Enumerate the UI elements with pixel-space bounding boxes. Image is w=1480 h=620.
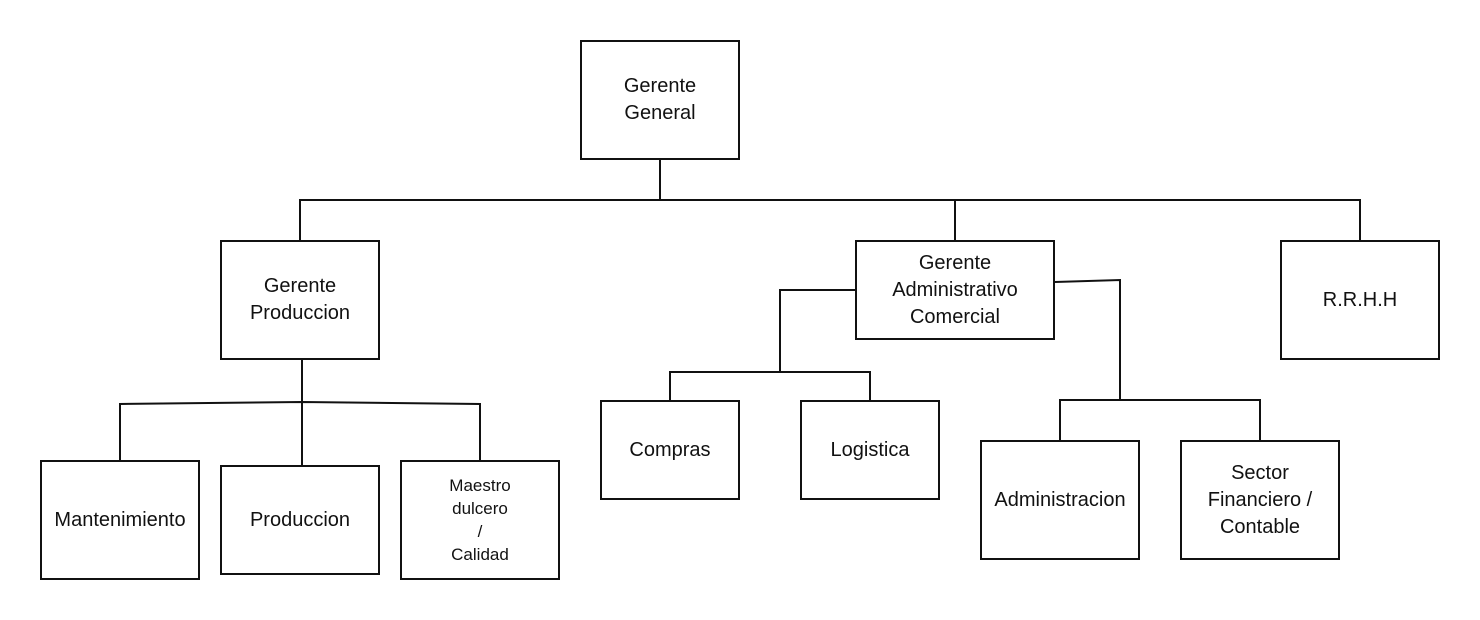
box-rrhh: R.R.H.H bbox=[1280, 240, 1440, 360]
connector-admin-right bbox=[1054, 278, 1121, 400]
label-gerente-administrativo: Gerente Administrativo Comercial bbox=[892, 251, 1018, 328]
connector-compras-logistica-bus bbox=[669, 371, 871, 400]
label-gerente-general: Gerente General bbox=[623, 75, 697, 124]
label-gerente-produccion: Gerente Produccion bbox=[249, 275, 351, 324]
connector-admin-left bbox=[779, 289, 855, 372]
box-gerente-general: Gerente General bbox=[580, 40, 740, 160]
connector-produccion-bus bbox=[119, 400, 481, 460]
label-administracion: Administracion bbox=[994, 488, 1126, 511]
box-produccion: Produccion bbox=[220, 465, 380, 575]
box-gerente-administrativo: Gerente Administrativo Comercial bbox=[855, 240, 1055, 340]
connector-level2-bus bbox=[299, 199, 1361, 240]
box-gerente-produccion: Gerente Produccion bbox=[220, 240, 380, 360]
box-logistica: Logistica bbox=[800, 400, 940, 500]
label-mantenimiento: Mantenimiento bbox=[54, 508, 186, 531]
label-maestro-dulcero: Maestro dulcero / Calidad bbox=[449, 476, 511, 564]
label-compras: Compras bbox=[629, 438, 711, 461]
connector-administracion-financiero-bus bbox=[1059, 399, 1261, 440]
label-logistica: Logistica bbox=[830, 438, 910, 461]
box-maestro-dulcero: Maestro dulcero / Calidad bbox=[400, 460, 560, 580]
box-administracion: Administracion bbox=[980, 440, 1140, 560]
label-rrhh: R.R.H.H bbox=[1322, 288, 1398, 311]
box-compras: Compras bbox=[600, 400, 740, 500]
box-sector-financiero: Sector Financiero / Contable bbox=[1180, 440, 1340, 560]
label-produccion: Produccion bbox=[249, 508, 351, 531]
box-mantenimiento: Mantenimiento bbox=[40, 460, 200, 580]
label-sector-financiero: Sector Financiero / Contable bbox=[1207, 461, 1313, 538]
